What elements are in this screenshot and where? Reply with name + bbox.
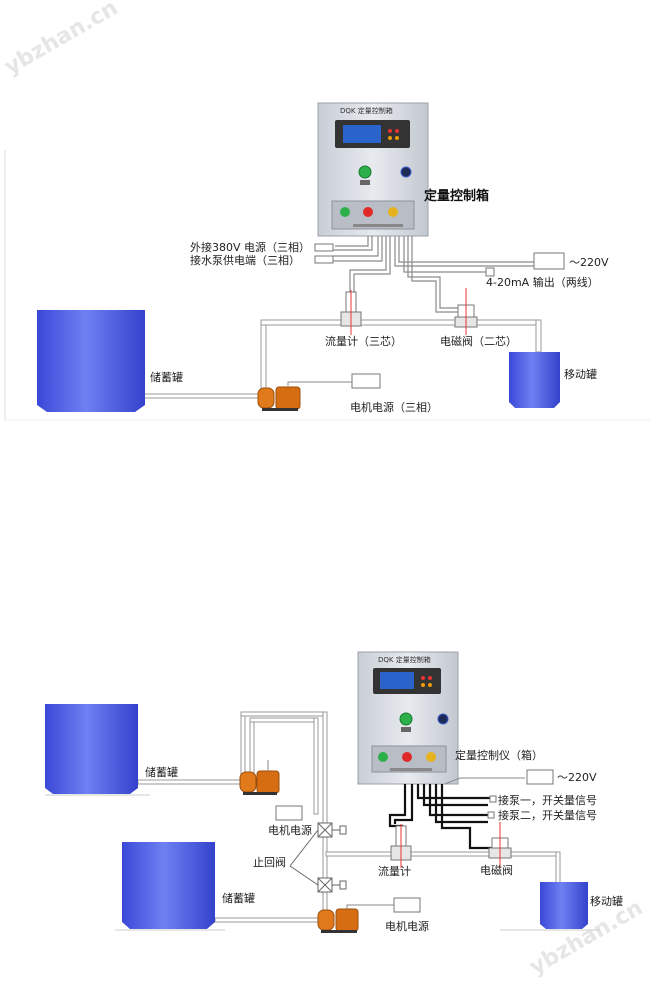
pump-2b (317, 908, 359, 933)
run-indicator-1 (358, 165, 372, 179)
check-valve-lower (317, 877, 347, 893)
label-storage-tank-2a: 储蓄罐 (145, 765, 178, 779)
start-button-1 (340, 207, 350, 217)
mobile-tank-2 (540, 882, 588, 929)
plug-220v-2 (526, 769, 554, 785)
solenoid-valve-2 (488, 822, 512, 868)
label-motor-power-2b: 电机电源 (385, 919, 429, 933)
cables-1 (333, 236, 534, 313)
plug-motor-power-2b (393, 897, 421, 913)
diagram-2: DQK 定量控制箱 定量控制仪（箱） (45, 651, 623, 933)
label-pump1-signal: 接泵一，开关量信号 (498, 793, 597, 807)
reset-button-1 (388, 207, 398, 217)
label-mobile-tank-2: 移动罐 (590, 895, 623, 908)
pump-1 (257, 386, 301, 411)
stop-button-2 (402, 752, 412, 762)
label-flowmeter-2: 流量计 (378, 864, 411, 878)
stop-button-1 (363, 207, 373, 217)
storage-tank-2a (45, 704, 138, 794)
lcd-screen-2 (380, 672, 414, 689)
plug-pump-supply (314, 255, 334, 264)
plug-motor-power-1 (351, 373, 381, 389)
box-title-2: DQK 定量控制箱 (378, 655, 431, 664)
piping-2 (137, 711, 561, 925)
reset-button-2 (426, 752, 436, 762)
label-220v-2: ～220V (557, 771, 597, 784)
storage-tank-1 (37, 310, 145, 412)
control-box-2: DQK 定量控制箱 (357, 651, 459, 785)
piping-1 (138, 319, 542, 399)
label-4-20ma: 4-20mA 输出（两线） (486, 275, 599, 289)
storage-tank-2b (122, 842, 215, 929)
label-valve-1: 电磁阀（二芯） (440, 334, 517, 348)
flowmeter-2 (390, 824, 412, 868)
start-button-2 (378, 752, 388, 762)
label-pump-power: 接水泵供电端（三相） (190, 253, 300, 267)
label-valve-2: 电磁阀 (480, 863, 513, 877)
lcd-screen-1 (343, 125, 381, 143)
box-label-2: 定量控制仪（箱） (455, 748, 543, 762)
plug-motor-power-2a (275, 805, 303, 821)
label-ext-power: 外接380V 电源（三相） (190, 240, 310, 254)
plug-380v (314, 243, 334, 252)
diagram-1: DQK 定量控制箱 定量控制箱 (4, 102, 650, 421)
plug-220v-1 (533, 252, 565, 270)
label-storage-tank-1: 储蓄罐 (150, 370, 183, 384)
flowmeter-1 (340, 290, 362, 335)
label-storage-tank-2b: 储蓄罐 (222, 891, 255, 905)
run-indicator-2 (399, 712, 413, 726)
label-flowmeter-1: 流量计（三芯） (325, 334, 402, 348)
label-mobile-tank-1: 移动罐 (564, 368, 597, 381)
label-motor-power-1: 电机电源（三相） (350, 400, 438, 414)
watermark-top: ybzhan.cn (1, 0, 123, 80)
box-title-1: DQK 定量控制箱 (340, 106, 393, 115)
solenoid-valve-1 (454, 288, 478, 335)
mobile-tank-1 (509, 352, 560, 408)
knob-1 (400, 166, 412, 178)
knob-2 (437, 713, 449, 725)
pump-2a (239, 770, 280, 795)
label-motor-power-2a: 电机电源 (268, 823, 312, 837)
check-valve-upper (317, 822, 347, 838)
label-check-valve: 止回阀 (253, 855, 286, 869)
label-pump2-signal: 接泵二，开关量信号 (498, 808, 597, 822)
label-220v-1: ～220V (569, 256, 609, 269)
box-label-1: 定量控制箱 (423, 188, 489, 204)
control-box-1: DQK 定量控制箱 (317, 102, 429, 237)
